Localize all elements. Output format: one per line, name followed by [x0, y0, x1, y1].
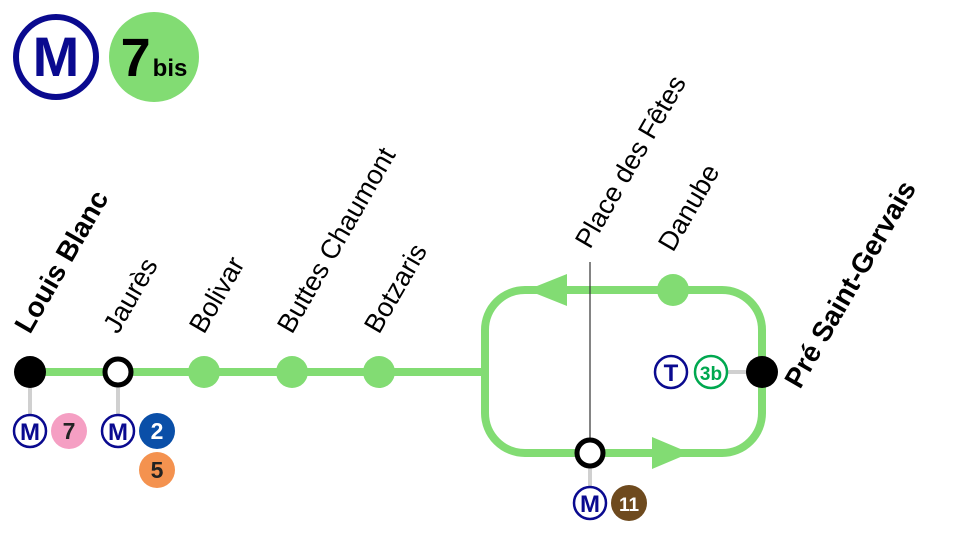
line-3b-badge[interactable]: 3b	[693, 354, 729, 390]
badge-circle	[12, 413, 48, 449]
tram-icon[interactable]: T	[653, 354, 689, 390]
badge-circle	[653, 354, 689, 390]
interchange-marker	[102, 356, 134, 388]
badge-circle	[693, 354, 729, 390]
badge-circle	[100, 413, 136, 449]
badge-circle	[572, 485, 608, 521]
station-label[interactable]: Danube	[652, 159, 725, 256]
badge-circle	[139, 413, 175, 449]
station-bolivar[interactable]: Bolivar	[183, 252, 250, 388]
line-number: 7	[121, 28, 151, 88]
station-label[interactable]: Bolivar	[183, 252, 250, 338]
line-11-badge[interactable]: 11	[611, 485, 647, 521]
line-7-badge[interactable]: 7	[51, 413, 87, 449]
station-botzaris[interactable]: Botzaris	[358, 239, 433, 388]
badge-letter: M	[20, 419, 40, 446]
badge-number: 5	[151, 457, 164, 483]
direction-arrow-left	[527, 274, 567, 306]
badge-letter: M	[580, 491, 600, 518]
station-marker	[276, 356, 308, 388]
station-label[interactable]: Pré Saint-Gervais	[778, 175, 922, 393]
metro-icon[interactable]: M	[12, 413, 48, 449]
badge-letter: T	[664, 360, 679, 387]
badge-number: 11	[619, 495, 640, 516]
line-suffix: bis	[153, 55, 188, 82]
interchange-marker	[574, 437, 606, 469]
metro-logo-letter: M	[33, 25, 80, 88]
station-label[interactable]: Louis Blanc	[8, 185, 114, 338]
line-badge	[109, 12, 199, 102]
direction-arrow-right	[652, 437, 690, 469]
station-label[interactable]: Jaurès	[97, 253, 164, 338]
badge-number: 2	[151, 418, 164, 444]
badge-number: 7	[63, 418, 76, 444]
badge-number: 3b	[700, 364, 722, 385]
badge-circle	[51, 413, 87, 449]
line-logo: M 7bis	[13, 12, 199, 102]
station-marker	[657, 274, 689, 306]
station-danube[interactable]: Danube	[652, 159, 725, 306]
terminus-marker	[746, 356, 778, 388]
line-5-badge[interactable]: 5	[139, 452, 175, 488]
track-loop	[481, 286, 766, 457]
station-label[interactable]: Botzaris	[358, 239, 433, 338]
metro-icon[interactable]: M	[100, 413, 136, 449]
line-badge-text: 7bis	[121, 28, 188, 88]
badge-letter: M	[108, 419, 128, 446]
badge-circle	[139, 452, 175, 488]
station-buttes-chaumont[interactable]: Buttes Chaumont	[271, 142, 402, 388]
metro-icon[interactable]: M	[572, 485, 608, 521]
station-marker	[363, 356, 395, 388]
badge-circle	[611, 485, 647, 521]
terminus-marker	[14, 356, 46, 388]
station-marker	[188, 356, 220, 388]
line-2-badge[interactable]: 2	[139, 413, 175, 449]
metro-logo-circle	[13, 14, 99, 100]
